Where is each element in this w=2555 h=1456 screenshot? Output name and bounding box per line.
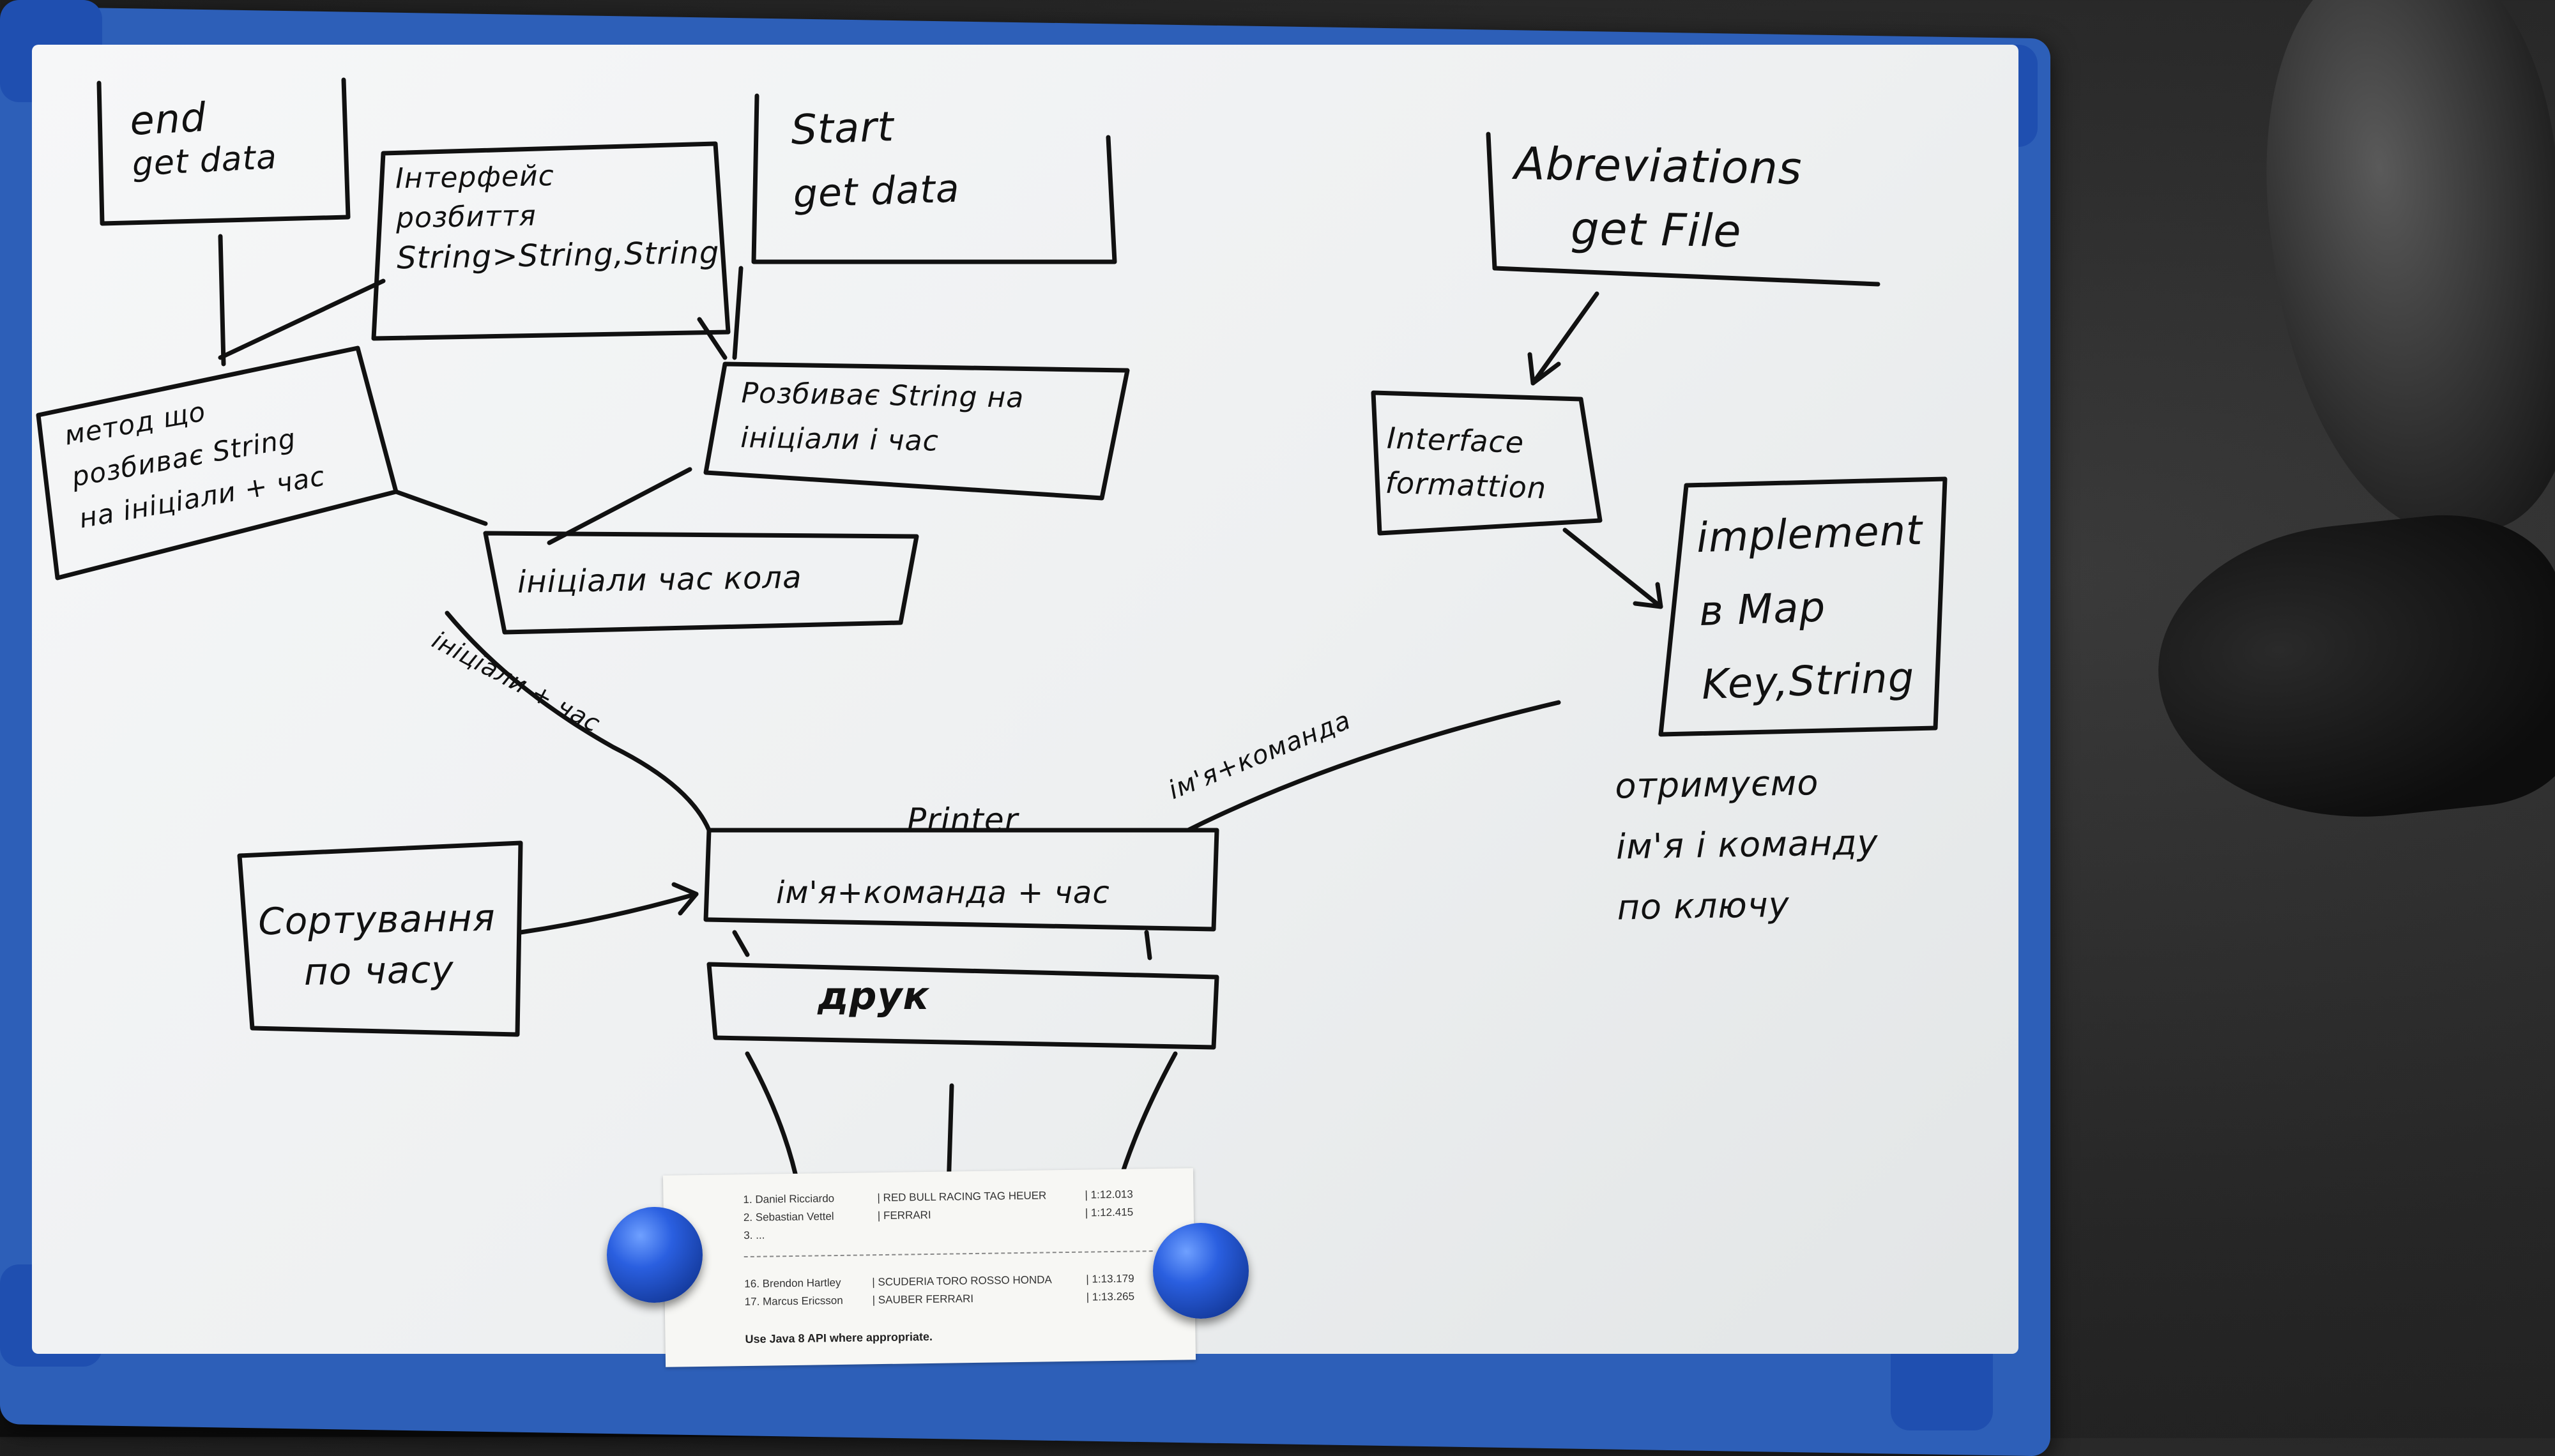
line-interface-to-split (697, 317, 728, 360)
initials-time-label: ініціали час кола (517, 559, 802, 600)
printed-sheet: 1. Daniel Ricciardo | RED BULL RACING TA… (662, 1168, 1196, 1367)
interface-format-outline (1371, 390, 1603, 536)
printer-box-outline (703, 828, 1219, 932)
implement-box-label: implement в Map Key,String (1695, 506, 1924, 709)
get-by-key-note: отримуємо ім'я і команду по ключу (1614, 762, 1879, 928)
line-print-left (745, 1051, 801, 1190)
whiteboard-surface (32, 45, 2018, 1354)
dark-object (2144, 503, 2555, 838)
arrow-head-3 (671, 882, 699, 916)
arrow-head-2 (1633, 582, 1663, 609)
print-box-label: друк (818, 974, 930, 1019)
arrow-implement-to-printer (1186, 700, 1561, 833)
split-box-outline (703, 361, 1130, 501)
sort-box-label: Сортування по часу (257, 895, 496, 994)
arrow-interface-to-implement (1562, 527, 1663, 609)
printer-box-label: ім'я+команда + час (776, 875, 1110, 911)
interface-format-label: Interface formattion (1384, 420, 1548, 506)
end-box-label: end get data (128, 93, 278, 184)
computer-mouse (2235, 0, 2555, 554)
magnet-right (1153, 1223, 1249, 1319)
abbrev-underline (1492, 266, 1880, 287)
end-box-outline (96, 77, 351, 226)
line-end-to-method (218, 234, 226, 367)
line-split-to-initials (547, 467, 692, 545)
line-print-center (946, 1083, 954, 1190)
arrow-initials-to-printer (445, 610, 712, 833)
ink-drawing (36, 77, 1948, 1190)
split-box-label: Розбиває String на ініціали і час (740, 377, 1025, 458)
printer-label: Printer (907, 801, 1019, 838)
interface-box-label: Інтерфейс розбиття String>String,String (395, 160, 720, 277)
arrow-head-1 (1527, 352, 1561, 386)
line-method-to-interface (218, 278, 386, 360)
printout-note: Use Java 8 API where appropriate. (745, 1330, 933, 1346)
arrow-abbrev-to-interface (1530, 291, 1599, 386)
line-print-right (1115, 1051, 1178, 1190)
sort-box-outline (237, 840, 523, 1037)
implement-box-outline (1658, 476, 1948, 737)
arrow-sort-to-printer (518, 891, 699, 935)
start-box-label: Start get data (790, 103, 961, 217)
initials-time-box-outline (483, 531, 919, 635)
magnet-left (607, 1207, 703, 1303)
abbreviations-label: Abreviations get File (1514, 137, 1803, 258)
arrow-printer-to-print (732, 930, 1152, 960)
abbrev-left-line (1486, 132, 1497, 271)
print-box-outline (706, 962, 1219, 1050)
start-box-outline (751, 93, 1117, 264)
line-method-to-initials (393, 489, 488, 526)
printout-divider (744, 1250, 1153, 1258)
line-start-to-split (732, 266, 744, 360)
interface-box-outline (371, 141, 731, 341)
